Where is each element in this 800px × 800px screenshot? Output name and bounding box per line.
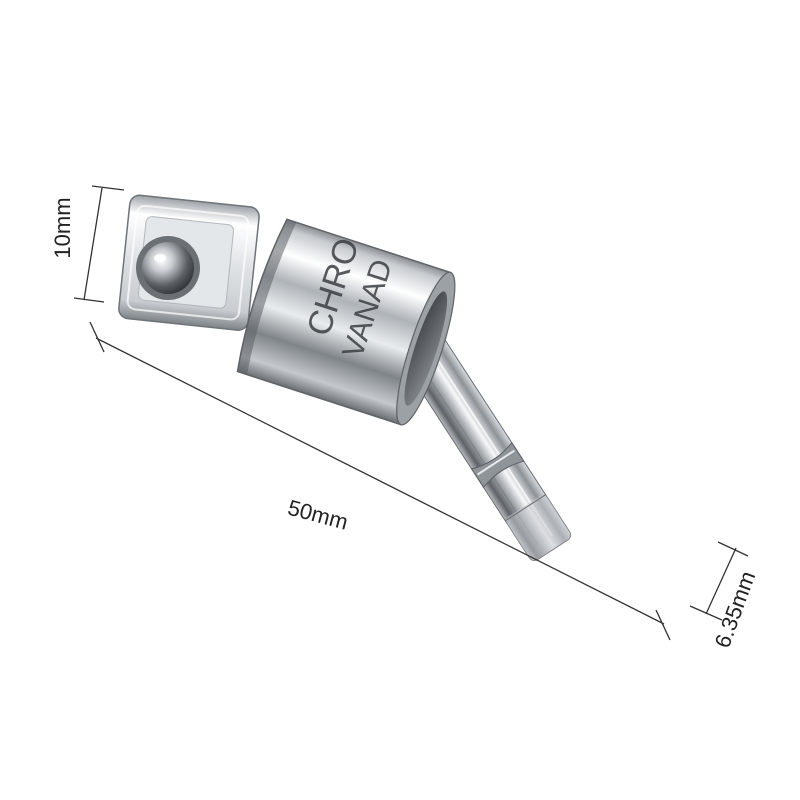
dimension-label-overall-length: 50mm bbox=[285, 495, 351, 535]
dimension-label-square-drive: 10mm bbox=[50, 197, 75, 258]
swivel-collar: CHRO VANAD bbox=[236, 218, 456, 426]
dimension-hex-shank: 6.35mm bbox=[689, 541, 761, 651]
dimension-label-hex-shank: 6.35mm bbox=[710, 568, 761, 651]
detent-ball bbox=[136, 236, 200, 300]
dimension-square-drive: 10mm bbox=[50, 185, 125, 303]
